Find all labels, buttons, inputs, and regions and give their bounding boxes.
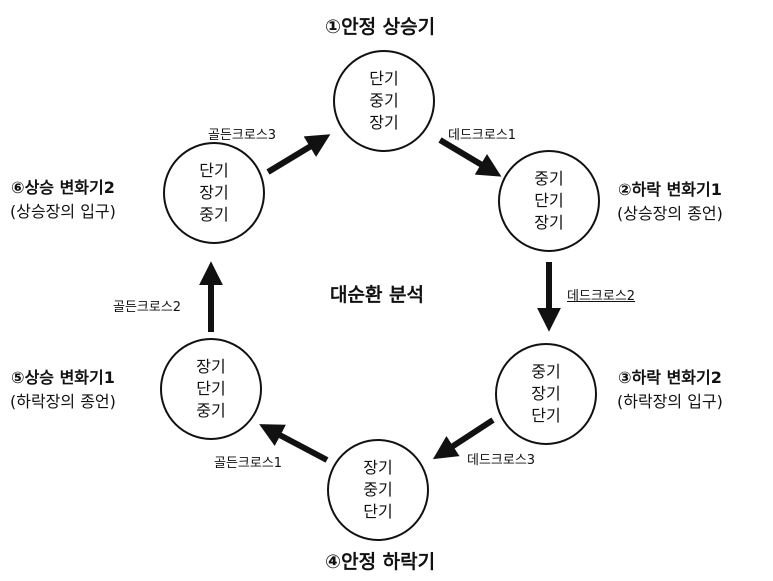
stage2-line3: 장기 — [534, 213, 564, 232]
stage2-label: ②하락 변화기1 (상승장의 종언) — [617, 178, 723, 226]
stage4-line3: 단기 — [363, 502, 393, 521]
stage5-title: ⑤상승 변화기1 — [11, 368, 115, 387]
arrow-golden1 — [259, 424, 329, 463]
stage1-line3: 장기 — [369, 113, 399, 132]
stage4-title: ④안정 하락기 — [325, 551, 436, 573]
stage3-title: ③하락 변화기2 — [618, 368, 722, 387]
stage3-line1: 중기 — [531, 362, 561, 381]
stage6-line1: 단기 — [199, 161, 229, 180]
stage6-title: ⑥상승 변화기2 — [11, 178, 115, 197]
stage3-circle: 중기 장기 단기 — [495, 343, 597, 445]
stage5-label: ⑤상승 변화기1 (하락장의 종언) — [10, 366, 116, 414]
golden-cross-2-label: 골든크로스2 — [113, 300, 182, 315]
golden-cross-1-label: 골든크로스1 — [214, 456, 283, 471]
golden-cross-3-label: 골든크로스3 — [208, 128, 277, 143]
stage6-subtitle: (상승장의 입구) — [10, 202, 116, 221]
stage6-circle: 단기 장기 중기 — [163, 142, 265, 244]
dead-cross-3-label: 데드크로스3 — [467, 453, 536, 468]
stage5-line3: 중기 — [196, 401, 226, 420]
dead-cross-2-label: 데드크로스2 — [567, 289, 636, 304]
stage6-line3: 중기 — [199, 205, 229, 224]
stage4-line2: 중기 — [363, 480, 393, 499]
stage4-line1: 장기 — [363, 458, 393, 477]
arrow-dead3 — [432, 417, 495, 460]
stage1-line2: 중기 — [369, 91, 399, 110]
stage6-line2: 장기 — [199, 183, 229, 202]
stage2-subtitle: (상승장의 종언) — [617, 204, 723, 223]
center-title: 대순환 분석 — [330, 284, 425, 306]
stage2-circle: 중기 단기 장기 — [498, 150, 600, 252]
stage6-label: ⑥상승 변화기2 (상승장의 입구) — [10, 176, 116, 224]
stage1-circle: 단기 중기 장기 — [333, 50, 435, 152]
stage5-circle: 장기 단기 중기 — [160, 338, 262, 440]
stage3-line3: 단기 — [531, 406, 561, 425]
stage5-line2: 단기 — [196, 379, 226, 398]
stage2-title: ②하락 변화기1 — [618, 180, 722, 199]
arrow-dead1 — [438, 137, 502, 177]
stage3-line2: 장기 — [531, 384, 561, 403]
stage5-line1: 장기 — [196, 357, 226, 376]
stage2-line2: 단기 — [534, 191, 564, 210]
stage3-subtitle: (하락장의 입구) — [617, 392, 723, 411]
stage1-line1: 단기 — [369, 69, 399, 88]
dead-cross-1-label: 데드크로스1 — [448, 128, 517, 143]
arrow-golden3 — [266, 134, 331, 175]
stage2-line1: 중기 — [534, 169, 564, 188]
stage4-circle: 장기 중기 단기 — [327, 439, 429, 541]
stage3-label: ③하락 변화기2 (하락장의 입구) — [617, 366, 723, 414]
stage1-title: ①안정 상승기 — [325, 16, 436, 38]
stage5-subtitle: (하락장의 종언) — [10, 392, 116, 411]
